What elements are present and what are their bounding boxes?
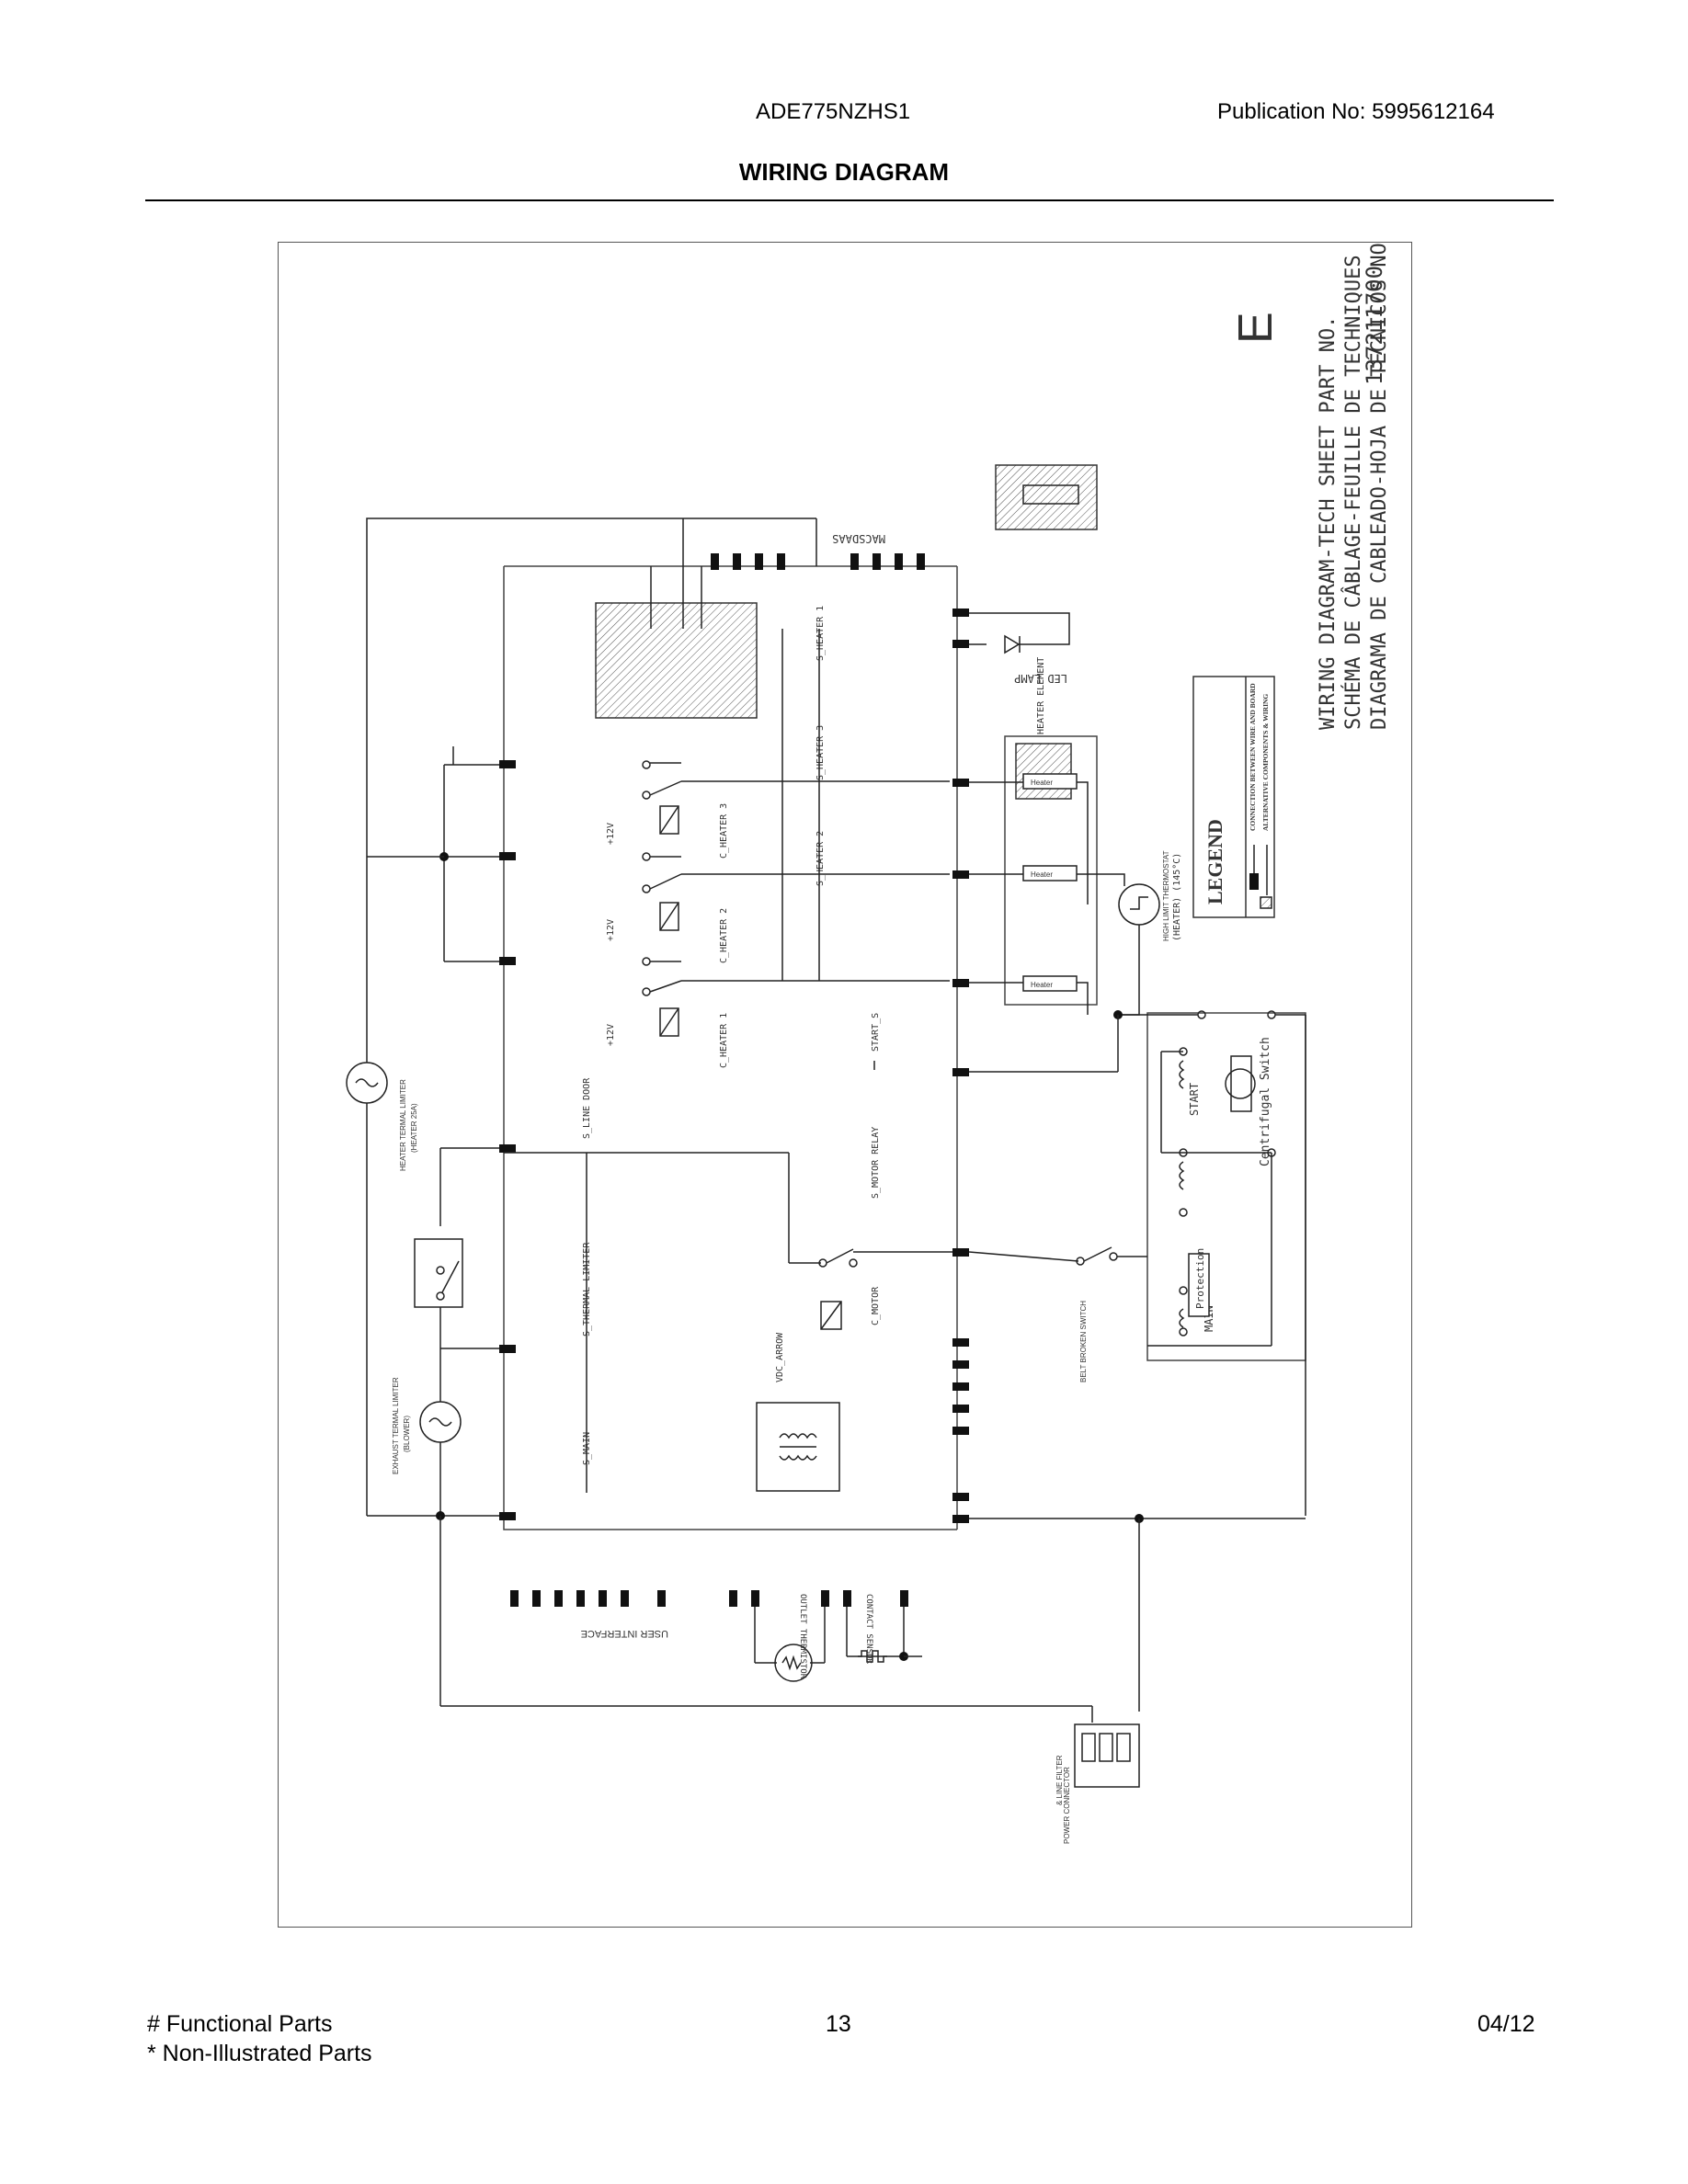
- heater-limiter-rating: (HEATER 25A): [410, 1103, 418, 1153]
- revision-date: 04/12: [1477, 2011, 1535, 2037]
- title-rule: [145, 199, 1554, 201]
- c-heater3-label: C_HEATER 3: [719, 803, 729, 859]
- legend-alternative: ALTERNATIVE COMPONENTS & WIRING: [1261, 694, 1270, 831]
- centrifugal-switch-label: Centrifugal Switch: [1259, 1037, 1272, 1166]
- connector-j12: [729, 1590, 908, 1607]
- c-motor-label: C_MOTOR: [871, 1286, 881, 1325]
- sheet-title-fr: SCHÉMA DE CÂBLAGE-FEUILLE DE TECHNIQUES …: [1341, 243, 1365, 730]
- model-number: ADE775NZHS1: [756, 99, 911, 124]
- vdc-arrow-label: VDC_ARROW: [775, 1332, 785, 1382]
- heater-label-1: Heater: [1031, 779, 1053, 787]
- functional-parts-note: # Functional Parts: [147, 2011, 333, 2037]
- sheet-title-en: WIRING DIAGRAM-TECH SHEET PART NO.: [1317, 316, 1340, 730]
- heater-label-3: Heater: [1031, 981, 1053, 989]
- publication-number: Publication No: 5995612164: [1217, 99, 1495, 124]
- relay-rl3: [642, 852, 950, 931]
- contact-sensor-label: CONTACT SENSOR: [864, 1594, 873, 1664]
- v12-label-rl4: +12V: [606, 823, 616, 845]
- sheet-revision: E: [1229, 312, 1283, 344]
- s-heater1-label: S_HEATER 1: [815, 606, 826, 661]
- relay-rl4: [642, 760, 950, 835]
- board-name: MACSDAAS: [832, 532, 885, 545]
- page-title: WIRING DIAGRAM: [738, 158, 950, 186]
- connector-j13: [510, 1590, 666, 1607]
- user-interface-label: USER INTERFACE: [581, 1628, 668, 1639]
- wiring-diagram: WIRING DIAGRAM-TECH SHEET PART NO. SCHÉM…: [278, 242, 1412, 1928]
- connector-j10: [850, 553, 925, 570]
- start-s-label: START_S: [871, 1013, 881, 1052]
- heater-label-2: Heater: [1031, 870, 1053, 879]
- line-filter-label: & LINE FILTER: [1055, 1755, 1064, 1805]
- c-heater2-label: C_HEATER 2: [719, 908, 729, 963]
- connector-j9: [711, 553, 785, 570]
- s-heater2-label: S_HEATER 2: [815, 831, 826, 886]
- power-connector-label: POWER CONNECTOR: [1063, 1767, 1071, 1844]
- high-limit-temp: (HEATER) (145°C): [1172, 853, 1182, 941]
- outlet-thermistor-label: OUTLET THERMISTOR: [798, 1594, 807, 1679]
- s-line-door-label: S_LINE DOOR: [582, 1077, 592, 1139]
- legend-connection: CONNECTION BETWEEN WIRE AND BOARD: [1249, 683, 1257, 831]
- v12-label-rl1: +12V: [606, 1024, 616, 1046]
- sheet-title-es: DIAGRAMA DE CABLEADO-HOJA DE TÉCNICOS NO…: [1367, 243, 1391, 730]
- high-limit-label: HIGH LIMIT THERMOSTAT: [1162, 850, 1170, 941]
- relay-rl1: [642, 957, 950, 1037]
- s-heater3-label: S_HEATER 3: [815, 725, 826, 780]
- non-illustrated-parts-note: * Non-Illustrated Parts: [147, 2041, 372, 2066]
- led-lamp-label: LED LAMP: [1014, 672, 1067, 685]
- start-winding-label: START: [1188, 1083, 1201, 1116]
- legend: LEGEND CONNECTION BETWEEN WIRE AND BOARD…: [1192, 676, 1275, 918]
- protection-label: Protection: [1194, 1248, 1206, 1309]
- exhaust-limiter-sub: (BLOWER): [403, 1416, 411, 1452]
- exhaust-limiter-label: EXHAUST TERMAL LIMITER: [392, 1377, 400, 1474]
- c-heater1-label: C_HEATER 1: [719, 1013, 729, 1068]
- page-number: 13: [826, 2011, 851, 2037]
- s-motor-relay-label: S_MOTOR RELAY: [871, 1127, 881, 1199]
- heater-element-label: HEATER ELEMENT: [1036, 657, 1046, 734]
- v12-label-rl3: +12V: [606, 919, 616, 941]
- belt-switch-label: BELT BROKEN SWITCH: [1079, 1301, 1088, 1382]
- legend-title: LEGEND: [1203, 819, 1226, 904]
- sheet-part-number: 137211700: [1362, 266, 1387, 385]
- heater-limiter-label: HEATER TERMAL LIMITER: [399, 1079, 407, 1171]
